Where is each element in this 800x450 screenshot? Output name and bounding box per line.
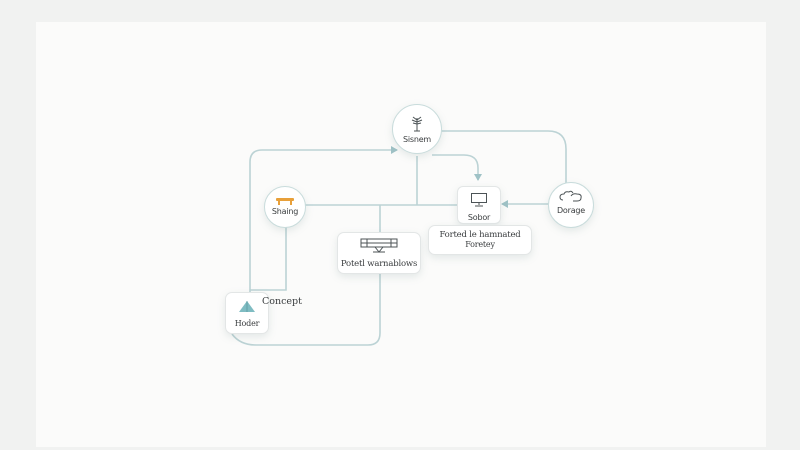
tree-icon [393,114,441,132]
edge-hoder-to-potential [231,270,381,346]
monitor-icon [458,192,500,208]
node-forted-label-line1: Forted le hamnated [439,230,521,240]
node-dorage-label: Dorage [556,206,586,215]
cloud-chat-icon [549,190,593,204]
node-sobor-label: Sobor [467,213,491,222]
edge-hoder-to-system [249,146,398,300]
node-dorage[interactable]: Dorage [548,182,594,228]
node-system-label: Sisnem [402,135,432,144]
node-sharing[interactable]: Shaing [264,186,306,228]
frame-icon [338,237,420,253]
node-sharing-label: Shaing [271,207,299,216]
edge-sharing-to-hoder [250,225,287,291]
node-potential-label: Potetl warnablows [340,259,418,269]
node-forted-label-line2: Foretey [465,240,495,249]
edge-system-to-dorage [441,130,567,184]
node-hoder-label: Hoder [234,319,260,328]
node-system[interactable]: Sisnem [392,104,442,154]
concept-label: Concept [262,296,302,307]
node-sobor[interactable]: Sobor [457,186,501,224]
pyramid-icon [226,300,268,314]
node-potential[interactable]: Potetl warnablows [337,232,421,274]
edge-system-to-sobor [432,154,482,181]
bench-icon [265,196,305,206]
node-forted[interactable]: Forted le hamnated Foretey [428,225,532,255]
node-hoder[interactable]: Hoder [225,292,269,334]
